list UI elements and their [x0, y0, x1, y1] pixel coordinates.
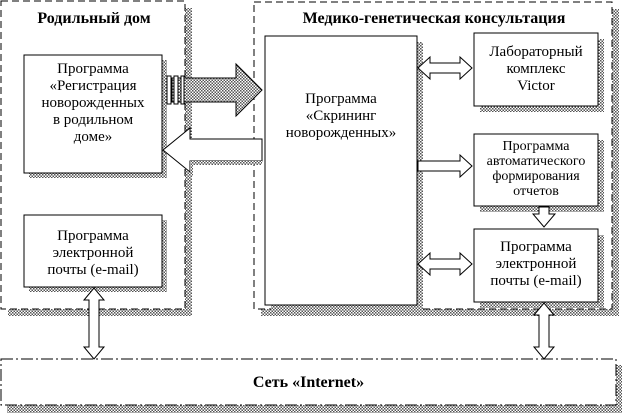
internet-label: Сеть «Internet» — [252, 374, 365, 391]
registration-program-label: Программа «Регистрация новорожденных в р… — [24, 61, 162, 146]
reports-line-1: Программа — [502, 139, 570, 154]
reports-program-box — [473, 133, 604, 212]
lab-line-2: комплекс — [506, 61, 566, 77]
arrow-screening-email — [417, 251, 473, 277]
maternity-email-line-1: Программа — [57, 228, 129, 244]
consultation-email-label: Программа электронной почты (e-mail) — [474, 239, 598, 290]
internet-band — [0, 358, 622, 413]
arrow-reports-email — [531, 206, 557, 228]
arrow-screening-reports — [417, 153, 473, 179]
registration-program-box — [23, 54, 167, 178]
screening-program-box — [264, 35, 423, 311]
reports-program-label: Программа автоматического формирования о… — [474, 139, 598, 199]
consultation-email-line-1: Программа — [500, 239, 572, 255]
reports-line-2: автоматического — [486, 154, 586, 169]
arrow-maternity-email-internet — [82, 287, 106, 360]
lab-line-1: Лабораторный — [489, 44, 583, 60]
registration-line-2: «Регистрация — [49, 78, 137, 94]
consultation-email-line-2: электронной — [495, 256, 577, 272]
screening-program-label: Программа «Скрининг новорожденных» — [265, 91, 417, 142]
arrow-screening-lab — [417, 55, 473, 81]
consultation-email-box — [473, 228, 604, 308]
lab-complex-box — [473, 32, 604, 112]
screening-line-2: «Скрининг — [305, 108, 377, 124]
arrow-screening-to-registration — [162, 126, 263, 176]
registration-line-5: доме» — [73, 129, 113, 145]
registration-line-1: Программа — [57, 61, 129, 77]
maternity-email-label: Программа электронной почты (e-mail) — [24, 228, 162, 279]
maternity-email-line-3: почты (e-mail) — [47, 262, 139, 278]
maternity-email-box — [23, 214, 167, 292]
lab-line-3: Victor — [517, 78, 555, 94]
maternity-email-line-2: электронной — [52, 245, 134, 261]
consultation-email-line-3: почты (e-mail) — [490, 273, 582, 289]
arrow-registration-to-screening — [166, 62, 263, 118]
registration-line-3: новорожденных — [41, 95, 145, 111]
maternity-title: Родильный дом — [37, 10, 151, 27]
screening-line-1: Программа — [305, 91, 377, 107]
reports-line-4: отчетов — [513, 184, 559, 199]
registration-line-4: в родильном — [52, 112, 134, 128]
reports-line-3: формирования — [492, 169, 580, 184]
arrow-consultation-email-internet — [532, 302, 556, 360]
lab-complex-label: Лабораторный комплекс Victor — [474, 44, 598, 95]
consultation-title: Медико-генетическая консультация — [302, 10, 566, 27]
screening-line-3: новорожденных» — [285, 125, 397, 141]
